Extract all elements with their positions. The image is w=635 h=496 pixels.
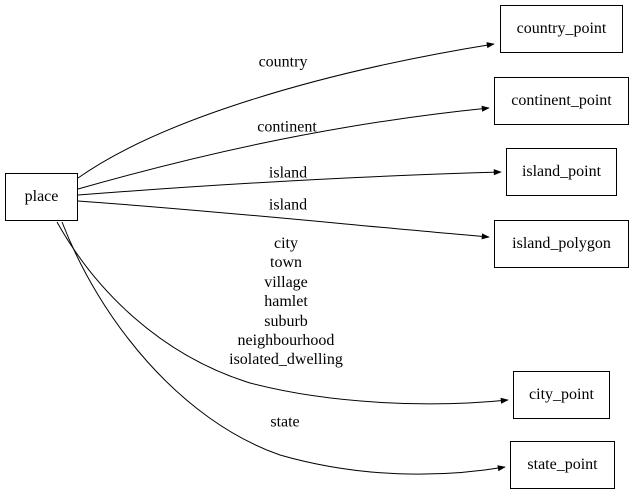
node-state-point-label: state_point bbox=[527, 456, 598, 473]
edge-label-city-group: city town village hamlet suburb neighbou… bbox=[229, 234, 343, 370]
edge-label-isolated-dwelling: isolated_dwelling bbox=[229, 351, 343, 369]
node-state-point: state_point bbox=[510, 441, 615, 489]
edge-label-continent: continent bbox=[257, 118, 317, 136]
node-continent-point-label: continent_point bbox=[511, 92, 612, 109]
edge-label-hamlet: hamlet bbox=[264, 293, 308, 311]
edge-label-village: village bbox=[264, 273, 308, 291]
edge-label-country: country bbox=[258, 53, 308, 71]
edge-place-continent-point bbox=[77, 105, 490, 190]
node-island-polygon: island_polygon bbox=[494, 220, 629, 268]
edge-label-suburb: suburb bbox=[264, 312, 308, 330]
edge-place-island-polygon bbox=[77, 200, 490, 240]
node-city-point-label: city_point bbox=[529, 386, 594, 403]
edge-label-island-polygon: island bbox=[268, 196, 308, 214]
edge-label-neighbourhood: neighbourhood bbox=[237, 332, 335, 350]
edge-place-city-point bbox=[56, 221, 509, 405]
node-place: place bbox=[5, 173, 78, 221]
node-country-point: country_point bbox=[500, 5, 623, 53]
edge-place-country-point bbox=[77, 42, 495, 179]
node-island-point: island_point bbox=[506, 148, 617, 196]
node-city-point: city_point bbox=[513, 371, 610, 419]
edge-label-island-point: island bbox=[268, 164, 308, 182]
edge-place-state-point bbox=[61, 221, 506, 475]
edge-label-state: state bbox=[270, 413, 300, 431]
edge-label-city: city bbox=[273, 235, 298, 253]
edge-place-island-point bbox=[77, 169, 502, 196]
node-place-label: place bbox=[24, 188, 59, 205]
edge-label-town: town bbox=[269, 254, 302, 272]
node-island-polygon-label: island_polygon bbox=[512, 235, 611, 252]
node-island-point-label: island_point bbox=[521, 163, 602, 180]
node-continent-point: continent_point bbox=[494, 77, 629, 125]
node-country-point-label: country_point bbox=[516, 20, 607, 37]
